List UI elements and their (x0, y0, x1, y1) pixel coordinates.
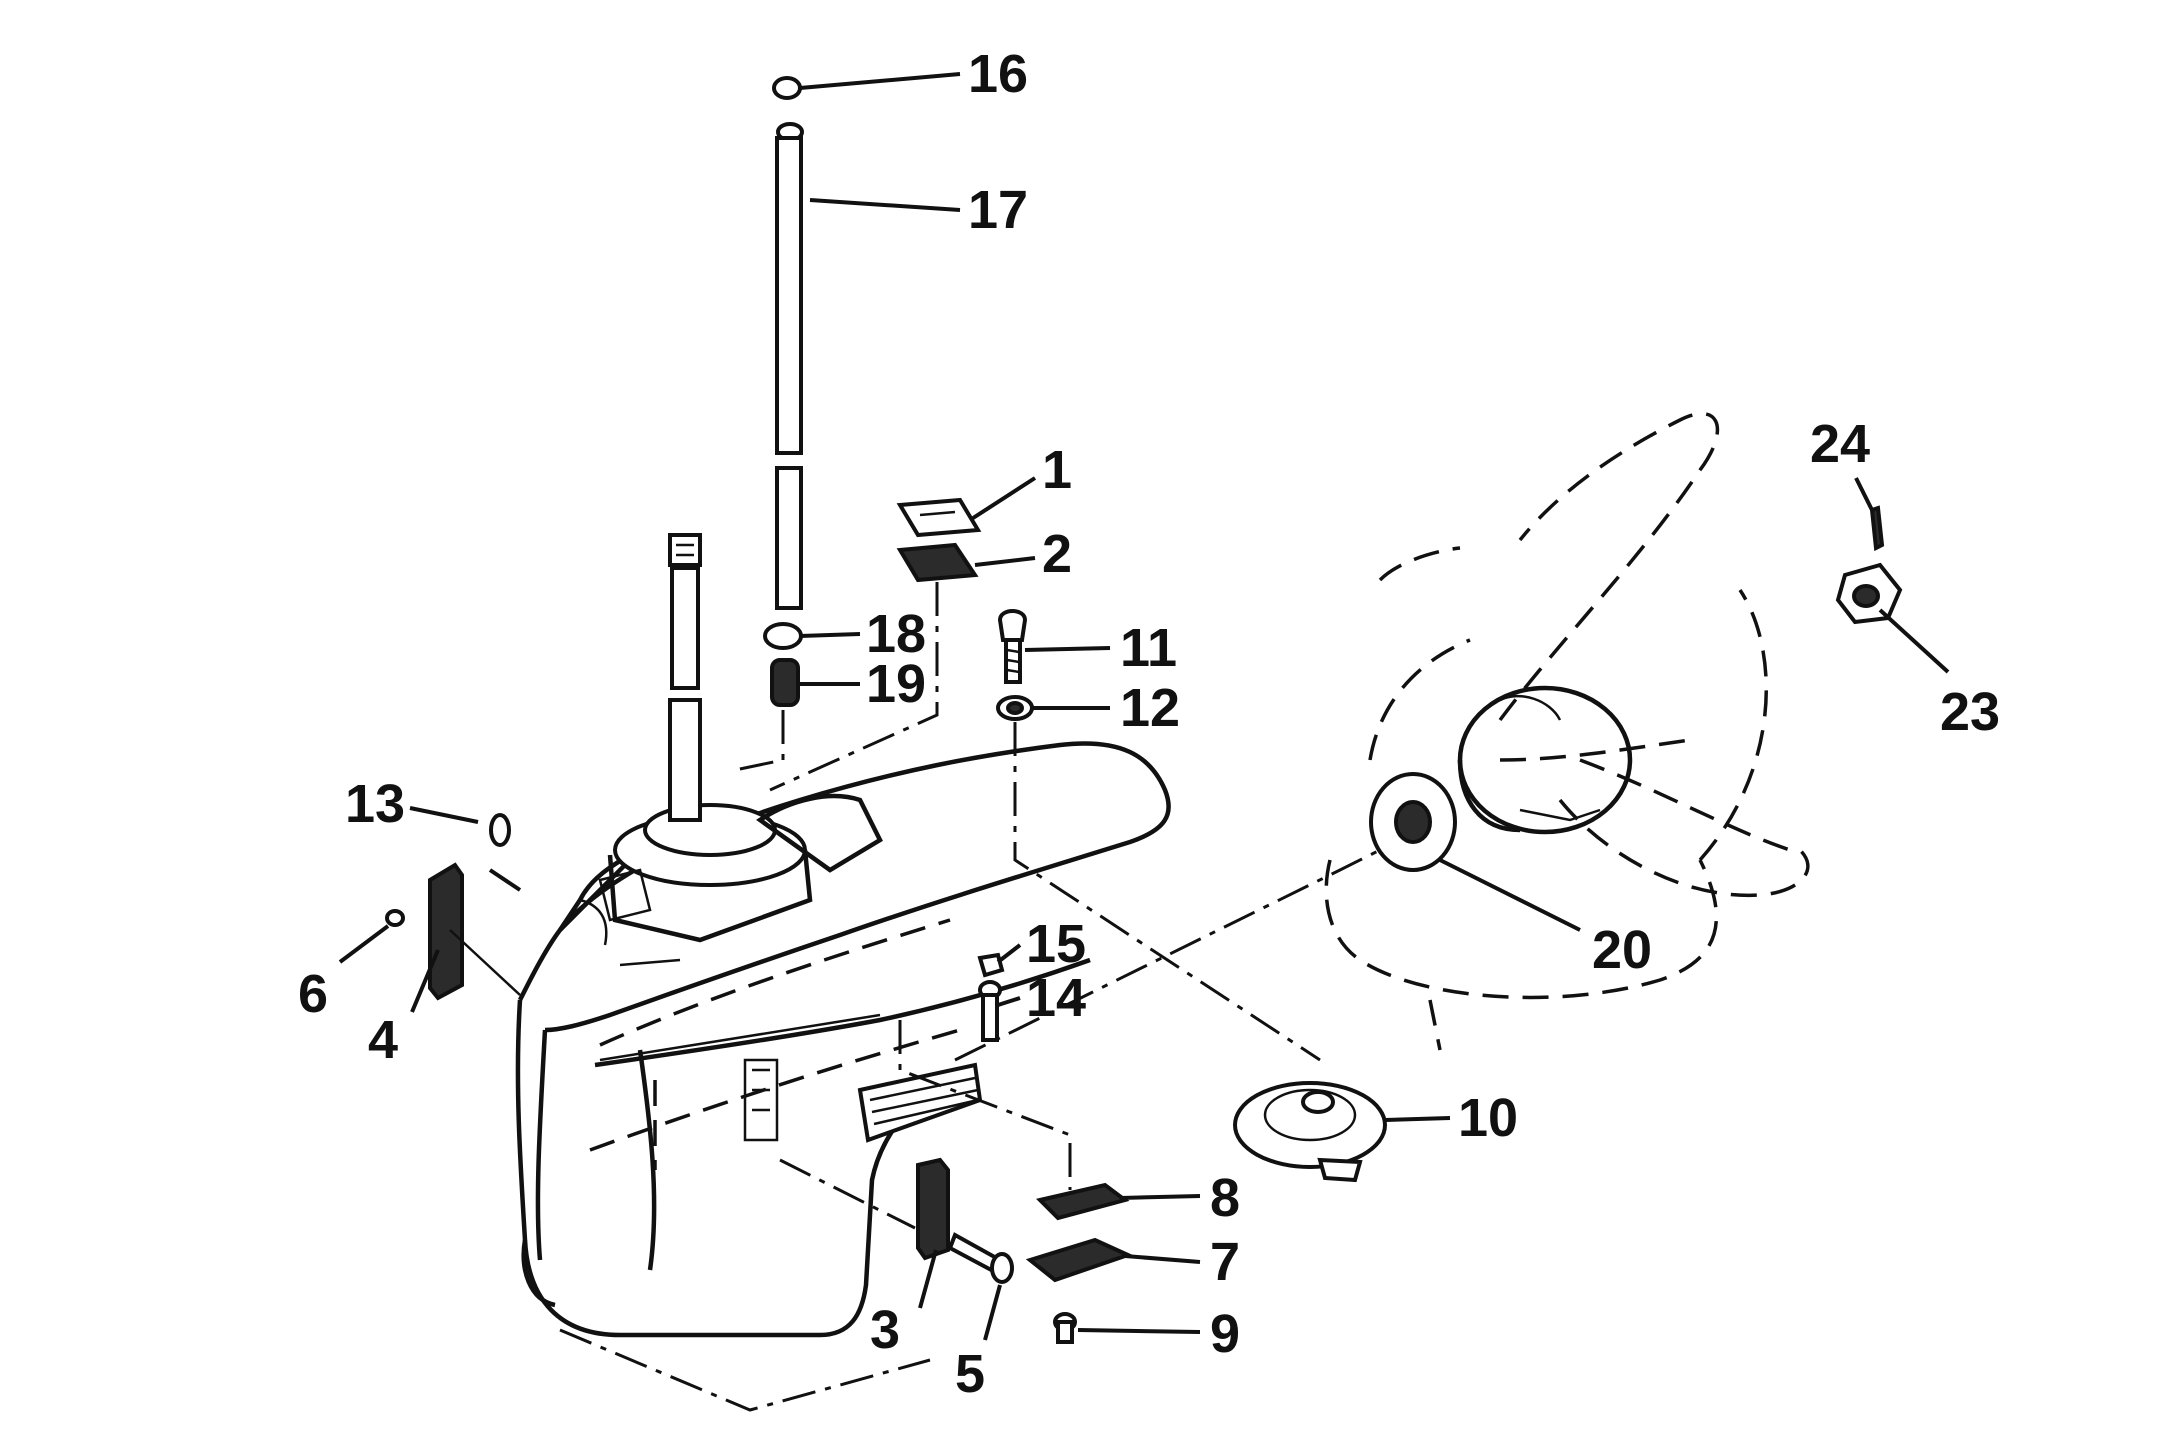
callout-10: 10 (1458, 1088, 1518, 1148)
leader-lines (338, 72, 1950, 1341)
propeller (1324, 412, 1810, 1051)
callout-20: 20 (1592, 920, 1652, 980)
water-tube (734, 76, 804, 772)
callout-3: 3 (870, 1300, 900, 1360)
callout-19: 19 (866, 654, 926, 714)
anode-4 (428, 862, 521, 1001)
shaft-centerline (954, 848, 1381, 1062)
trim-tab-1 (896, 497, 982, 538)
trim-tab-7 (1025, 1237, 1134, 1283)
trim-tab-8 (898, 1020, 1130, 1221)
screw-9 (1053, 1312, 1077, 1344)
o-ring-13 (488, 813, 522, 892)
callout-13: 13 (345, 774, 405, 834)
screw-14 (978, 980, 1002, 1042)
cotter-pin-24 (1869, 505, 1885, 552)
callout-11: 11 (1120, 618, 1177, 678)
callout-8: 8 (1210, 1168, 1240, 1228)
callout-23: 23 (1940, 682, 2000, 742)
callout-5: 5 (955, 1344, 985, 1404)
callout-14: 14 (1026, 968, 1086, 1028)
callout-2: 2 (1042, 524, 1072, 584)
driveshaft (668, 533, 702, 822)
callout-4: 4 (368, 1010, 398, 1070)
washer-12 (996, 695, 1321, 1062)
anode-3 (779, 1157, 950, 1261)
callout-9: 9 (1210, 1304, 1240, 1364)
callout-18: 18 (866, 604, 926, 664)
prop-nut-23 (1835, 562, 1903, 625)
callout-labels: 16 17 1 2 18 19 11 12 13 6 4 15 14 10 8 … (298, 44, 2000, 1404)
screw-11 (997, 609, 1028, 684)
trim-tab-2 (769, 542, 979, 792)
screw-15 (977, 952, 1005, 978)
screw-5 (947, 1232, 1014, 1284)
thrust-hub-20 (1369, 772, 1457, 872)
callout-7: 7 (1210, 1232, 1240, 1292)
screw-6 (385, 909, 405, 927)
gear-housing (515, 741, 1171, 1412)
callout-16: 16 (968, 44, 1028, 104)
callout-15: 15 (1026, 914, 1086, 974)
callout-1: 1 (1042, 440, 1072, 500)
callout-12: 12 (1120, 678, 1180, 738)
callout-24: 24 (1810, 414, 1870, 474)
cover-10 (1233, 1081, 1387, 1183)
callout-6: 6 (298, 964, 328, 1024)
callout-17: 17 (968, 180, 1028, 240)
